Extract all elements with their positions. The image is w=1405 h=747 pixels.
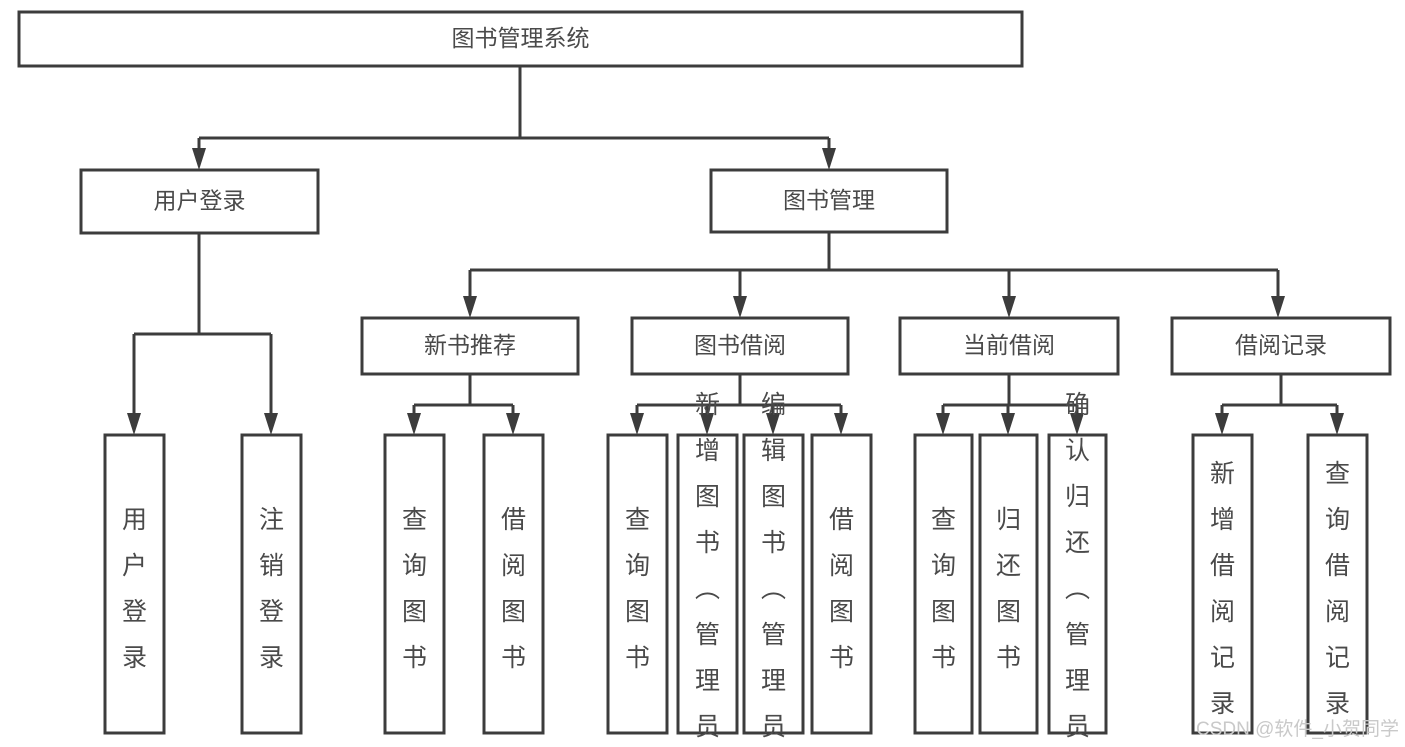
- node-box[interactable]: [240, 433, 303, 735]
- connectors-layer: [127, 66, 1344, 435]
- nodes-layer: 图书管理系统用户登录图书管理新书推荐图书借阅当前借阅借阅记录用户登录注销登录查询…: [17, 10, 1392, 747]
- node-box[interactable]: [1170, 316, 1392, 376]
- leaf-arrow-icon: [127, 413, 141, 435]
- leaf-node-leaf-query-record[interactable]: 查询借阅记录: [1306, 433, 1369, 735]
- node-box[interactable]: [676, 433, 739, 735]
- node-label: 用户登录: [154, 188, 246, 214]
- leaf-node-label: 查询借阅记录: [1325, 460, 1350, 718]
- level2-node-current-borrow[interactable]: 当前借阅: [898, 316, 1120, 376]
- leaf-node-label: 新增图书︵管理员︶: [695, 391, 720, 747]
- leaf-node-leaf-query-book-2[interactable]: 查询图书: [606, 433, 669, 735]
- level1-arrow-icon: [822, 148, 836, 170]
- node-box[interactable]: [1306, 433, 1369, 735]
- leaf-node-leaf-edit-book[interactable]: 编辑图书︵管理员︶: [742, 391, 805, 747]
- level1-node-book-management[interactable]: 图书管理: [709, 168, 949, 234]
- leaf-node-label: 借阅图书: [501, 506, 526, 672]
- leaf-arrow-icon: [506, 413, 520, 435]
- level2-arrow-icon: [1271, 296, 1285, 318]
- node-label: 当前借阅: [963, 332, 1055, 358]
- node-box[interactable]: [360, 316, 580, 376]
- leaf-arrow-icon: [700, 413, 714, 435]
- leaf-node-label: 查询图书: [625, 506, 650, 672]
- node-box[interactable]: [79, 168, 320, 235]
- leaf-node-leaf-add-book[interactable]: 新增图书︵管理员︶: [676, 391, 739, 747]
- leaf-arrow-icon: [1215, 413, 1229, 435]
- node-box[interactable]: [383, 433, 446, 735]
- leaf-arrow-icon: [264, 413, 278, 435]
- leaf-node-label: 归还图书: [996, 506, 1021, 672]
- node-label: 图书管理: [783, 187, 875, 213]
- leaf-node-label: 借阅图书: [829, 506, 854, 672]
- node-box[interactable]: [913, 433, 974, 735]
- node-box[interactable]: [630, 316, 850, 376]
- leaf-node-leaf-query-book-1[interactable]: 查询图书: [383, 433, 446, 735]
- leaf-node-label: 编辑图书︵管理员︶: [761, 391, 786, 747]
- leaf-node-label: 查询图书: [931, 506, 956, 672]
- leaf-arrow-icon: [1330, 413, 1344, 435]
- leaf-node-leaf-user-login[interactable]: 用户登录: [103, 433, 166, 735]
- leaf-node-leaf-logout-login[interactable]: 注销登录: [240, 433, 303, 735]
- node-box[interactable]: [810, 433, 873, 735]
- level1-node-user-login[interactable]: 用户登录: [79, 168, 320, 235]
- leaf-arrow-icon: [407, 413, 421, 435]
- level2-arrow-icon: [1002, 296, 1016, 318]
- node-label: 借阅记录: [1235, 332, 1327, 358]
- leaf-node-leaf-add-record[interactable]: 新增借阅记录: [1191, 433, 1254, 735]
- leaf-arrow-icon: [834, 413, 848, 435]
- node-box[interactable]: [103, 433, 166, 735]
- level2-arrow-icon: [463, 296, 477, 318]
- node-label: 新书推荐: [424, 332, 516, 358]
- node-box[interactable]: [978, 433, 1039, 735]
- leaf-node-label: 注销登录: [259, 506, 284, 672]
- level2-arrow-icon: [733, 296, 747, 318]
- node-label: 图书管理系统: [452, 25, 590, 51]
- leaf-node-leaf-confirm-return[interactable]: 确认归还︵管理员︶: [1047, 391, 1108, 747]
- level2-node-new-book-recommend[interactable]: 新书推荐: [360, 316, 580, 376]
- level1-arrow-icon: [192, 148, 206, 170]
- leaf-arrow-icon: [766, 413, 780, 435]
- watermark-text: CSDN @软件_小贺同学: [1196, 719, 1399, 740]
- leaf-node-label: 用户登录: [122, 506, 147, 672]
- node-box[interactable]: [742, 433, 805, 735]
- leaf-arrow-icon: [1070, 413, 1084, 435]
- leaf-node-label: 查询图书: [402, 506, 427, 672]
- leaf-arrow-icon: [936, 413, 950, 435]
- root-node-root[interactable]: 图书管理系统: [17, 10, 1024, 68]
- leaf-node-leaf-query-book-3[interactable]: 查询图书: [913, 433, 974, 735]
- leaf-arrow-icon: [1001, 413, 1015, 435]
- node-box[interactable]: [17, 10, 1024, 68]
- node-label: 图书借阅: [694, 332, 786, 358]
- leaf-node-label: 确认归还︵管理员︶: [1065, 391, 1090, 747]
- leaf-arrow-icon: [630, 413, 644, 435]
- node-box[interactable]: [1191, 433, 1254, 735]
- node-box[interactable]: [606, 433, 669, 735]
- node-box[interactable]: [1047, 433, 1108, 735]
- node-box[interactable]: [709, 168, 949, 234]
- level2-node-borrow-record[interactable]: 借阅记录: [1170, 316, 1392, 376]
- leaf-node-leaf-return-book[interactable]: 归还图书: [978, 433, 1039, 735]
- leaf-node-leaf-borrow-book-2[interactable]: 借阅图书: [810, 433, 873, 735]
- node-box[interactable]: [482, 433, 545, 735]
- node-box[interactable]: [898, 316, 1120, 376]
- level2-node-book-borrow[interactable]: 图书借阅: [630, 316, 850, 376]
- leaf-node-leaf-borrow-book-1[interactable]: 借阅图书: [482, 433, 545, 735]
- leaf-node-label: 新增借阅记录: [1210, 460, 1235, 718]
